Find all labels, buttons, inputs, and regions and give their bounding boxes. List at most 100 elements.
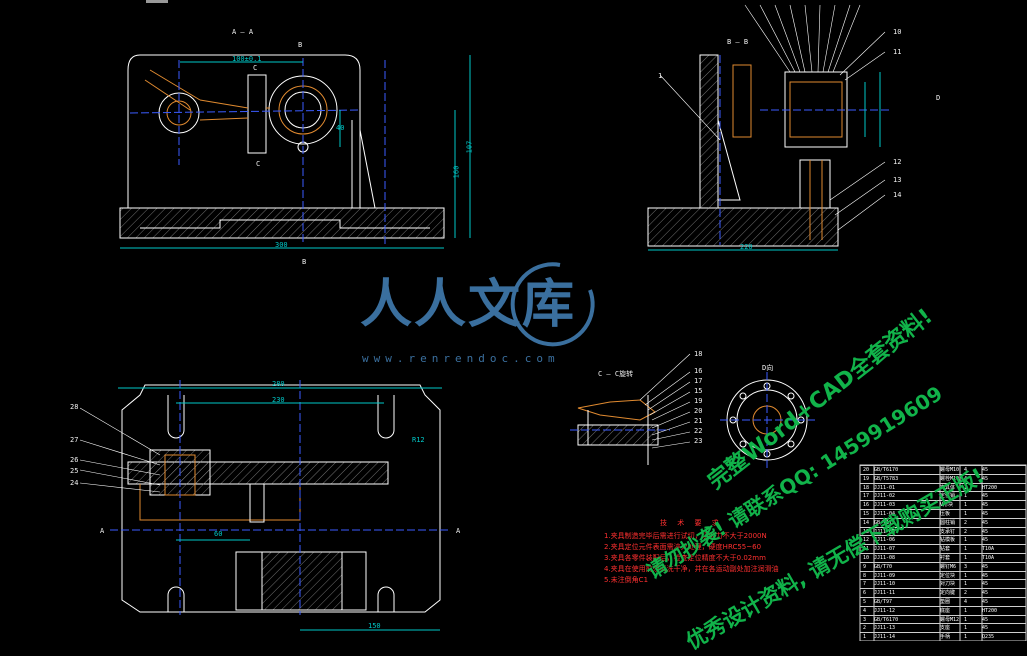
cc-callout-20: 20 (694, 407, 703, 415)
parts-row-code: GB/T70 (874, 563, 893, 570)
parts-row-index: 10 (863, 555, 870, 561)
side-callout-14: 14 (893, 191, 902, 199)
parts-row-qty: 4 (964, 599, 968, 605)
parts-row-name: 支座 (940, 625, 951, 632)
dim-side-width: 220 (740, 243, 753, 251)
side-callout-13: 13 (893, 176, 902, 184)
parts-row-name: 钻套 (940, 546, 951, 553)
parts-row-name: 圆柱销 (940, 519, 956, 526)
parts-row-qty: 1 (964, 493, 968, 500)
tech-requirements: 技 术 要 求 1.夹具制造完毕后需进行试切，切削力不大于2000N 2.夹具定… (604, 518, 779, 586)
parts-row-name: 压板 (940, 511, 951, 517)
parts-row-code: GB/T119 (874, 519, 896, 526)
parts-row-name: 螺钉M6 (940, 563, 957, 570)
dim-plan-width: 280 (272, 380, 285, 388)
parts-row-code: JJ11-13 (874, 625, 896, 632)
parts-row-material: 45 (982, 581, 989, 588)
tech-line: 5.未注倒角C1 (604, 576, 649, 584)
parts-row-index: 7 (863, 581, 867, 588)
parts-row-code: GB/T6170 (874, 616, 899, 623)
cc-callout-21: 21 (694, 417, 703, 425)
parts-row-material: 45 (982, 528, 989, 535)
cc-callout-17: 17 (694, 377, 703, 385)
parts-row-material: 45 (982, 590, 989, 597)
parts-row-name: 衬套 (940, 555, 951, 561)
parts-table-row: 14 GB/T119 圆柱销 2 45 (860, 517, 1026, 527)
parts-row-index: 14 (863, 519, 870, 526)
titlebar-stub (146, 0, 168, 3)
parts-row-code: JJ11-03 (874, 502, 896, 509)
parts-row-index: 18 (863, 484, 870, 491)
parts-row-index: 11 (863, 546, 870, 553)
cc-callout-19: 19 (694, 397, 703, 405)
parts-row-index: 9 (863, 563, 867, 570)
parts-row-qty: 1 (964, 502, 968, 509)
parts-row-name: V形块 (940, 502, 954, 509)
parts-row-qty: 2 (964, 528, 968, 535)
parts-row-code: JJ11-02 (874, 493, 896, 500)
watermark-url: www.renrendoc.com (362, 352, 560, 365)
dim-front-height: 160 (452, 165, 461, 179)
parts-row-index: 5 (863, 599, 867, 605)
section-a-label: A — A (232, 28, 254, 36)
parts-row-name: 定位销 (940, 493, 956, 500)
parts-row-code: JJ11-05 (874, 528, 896, 535)
parts-row-index: 19 (863, 475, 870, 482)
parts-row-qty: 2 (964, 519, 968, 526)
parts-row-code: GB/T6170 (874, 467, 899, 473)
tech-title: 技 术 要 求 (660, 519, 723, 527)
plan-callout-28: 28 (70, 403, 79, 411)
parts-row-index: 13 (863, 528, 870, 535)
tech-line: 1.夹具制造完毕后需进行试切，切削力不大于2000N (604, 532, 767, 540)
parts-row-material: 45 (982, 625, 989, 632)
parts-row-name: 螺母M10 (940, 467, 960, 473)
cc-callout-18: 18 (694, 350, 703, 358)
parts-row-code: JJ11-09 (874, 572, 896, 579)
parts-row-name: 手柄 (940, 634, 951, 641)
dim-plan-height: 60 (214, 530, 223, 538)
parts-row-material: Q235 (982, 634, 995, 641)
watermark-logo (510, 262, 595, 347)
parts-row-index: 16 (863, 502, 870, 509)
front-view (119, 54, 471, 249)
parts-row-code: JJ11-10 (874, 581, 896, 588)
cc-callout-15: 15 (694, 387, 703, 395)
parts-row-code: JJ11-11 (874, 590, 896, 597)
dim-front-height-2: 107 (465, 140, 474, 154)
tech-line: 2.夹具定位元件表面需淬火处理，硬度HRC55~60 (604, 543, 762, 551)
parts-row-code: JJ11-01 (874, 484, 896, 491)
parts-row-code: JJ11-04 (874, 511, 896, 517)
parts-row-index: 6 (863, 590, 867, 597)
side-callout-12: 12 (893, 158, 902, 166)
parts-row-name: 对刀块 (940, 581, 956, 588)
view-d (720, 372, 815, 468)
parts-row-code: JJ11-07 (874, 546, 896, 553)
section-c-bottom-label: C (256, 160, 261, 168)
parts-row-material: 45 (982, 519, 989, 526)
section-c-top-label: C (253, 64, 258, 72)
view-b-bottom-label: B (302, 258, 307, 266)
dim-plan-radius: R12 (412, 436, 425, 444)
cc-callout-23: 23 (694, 437, 703, 445)
parts-row-qty: 2 (964, 590, 968, 597)
parts-row-code: JJ11-08 (874, 555, 896, 561)
parts-row-index: 20 (863, 467, 870, 473)
parts-row-qty: 1 (964, 537, 968, 544)
view-d-label: D向 (762, 364, 774, 372)
side-view (647, 4, 890, 251)
section-bb-label: B — B (727, 38, 749, 46)
parts-row-code: GB/T97 (874, 599, 893, 605)
plan-view (79, 380, 450, 631)
parts-row-qty: 1 (964, 625, 968, 632)
parts-row-material: 45 (982, 475, 989, 482)
